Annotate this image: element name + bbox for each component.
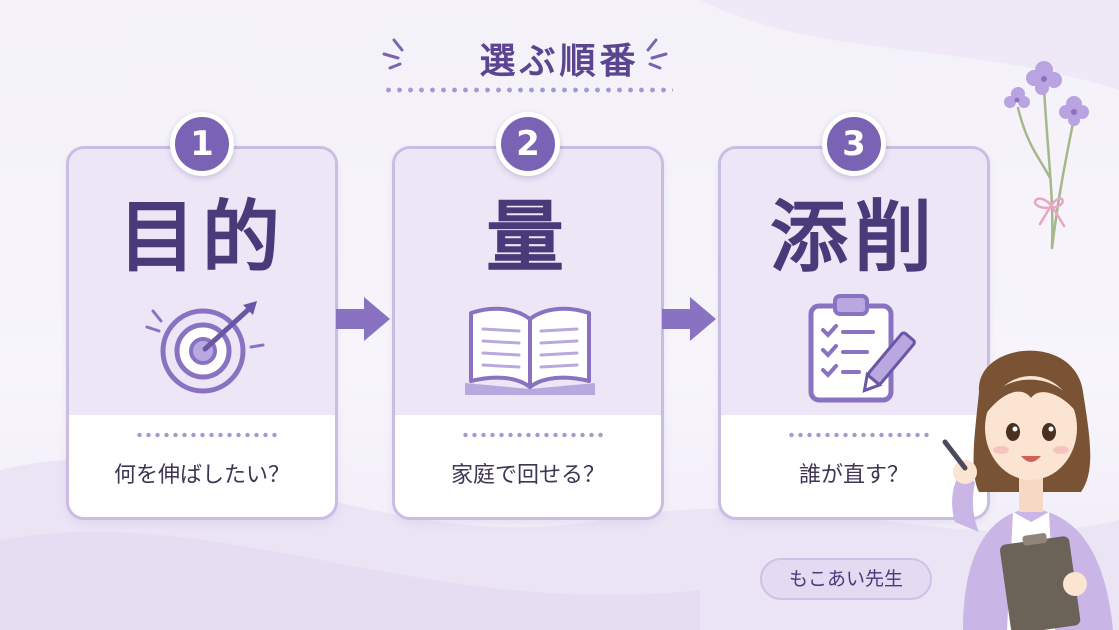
card-dotted-divider xyxy=(135,431,279,439)
teacher-illustration xyxy=(942,350,1113,630)
step-number-badge: 2 xyxy=(496,112,560,176)
step-card-purpose: 目的 何を伸ばしたい？ xyxy=(66,146,338,520)
sparkle-left-icon xyxy=(382,38,404,70)
card-question: 何を伸ばしたい？ xyxy=(113,463,290,488)
card-dotted-divider xyxy=(461,431,605,439)
clipboard-checklist-icon xyxy=(808,294,916,403)
step-card-correction: 添削 誰が直す？ xyxy=(718,146,990,520)
card-heading: 目的 xyxy=(117,193,286,283)
sparkle-right-icon xyxy=(646,38,668,70)
card-dotted-divider xyxy=(787,431,931,439)
card-heading: 量 xyxy=(485,193,570,283)
teacher-name-badge: もこあい先生 xyxy=(760,558,932,600)
arrow-right-icon xyxy=(662,297,716,341)
target-icon xyxy=(145,301,265,394)
page-title: 選ぶ順番 xyxy=(479,41,640,82)
card-question: 家庭で回せる？ xyxy=(450,463,605,488)
card-heading: 添削 xyxy=(769,193,938,283)
lavender-flower-icon xyxy=(1004,61,1089,250)
step-number-badge: 3 xyxy=(822,112,886,176)
open-book-icon xyxy=(465,306,595,395)
arrow-right-icon xyxy=(336,297,390,341)
step-number-badge: 1 xyxy=(170,112,234,176)
step-card-amount: 量 家庭で回せる？ xyxy=(392,146,664,520)
title-dotted-divider xyxy=(383,86,673,94)
card-question: 誰が直す？ xyxy=(798,463,909,488)
